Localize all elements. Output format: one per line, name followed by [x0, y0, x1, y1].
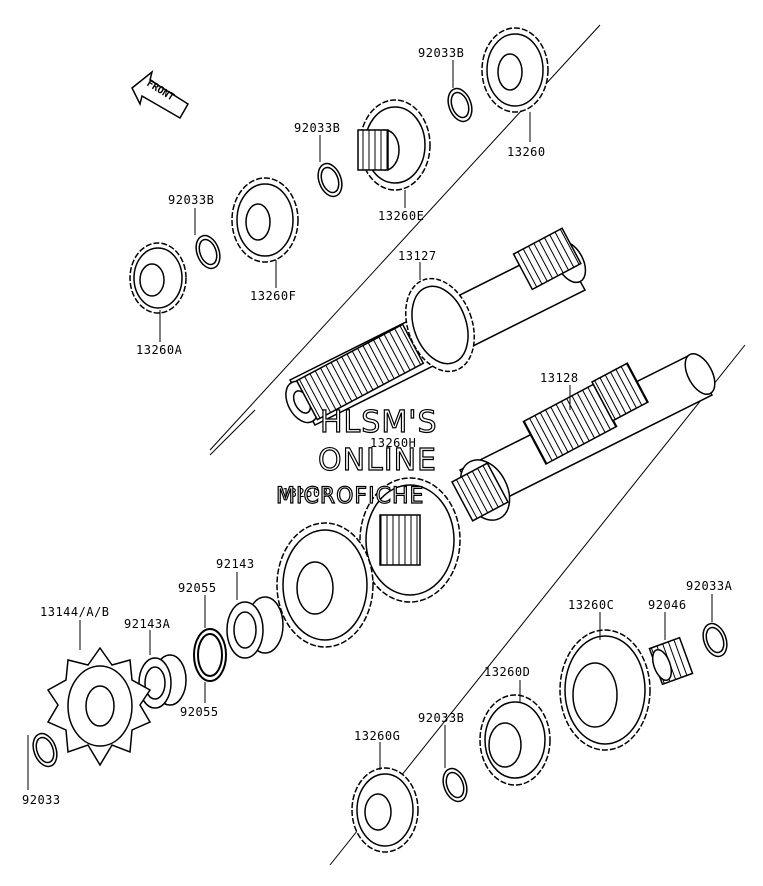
label-92046: 92046	[648, 598, 687, 612]
gear-13260B	[276, 522, 374, 648]
bushing-92143	[226, 596, 284, 659]
sprocket-13144	[46, 646, 152, 767]
label-13260G: 13260G	[354, 729, 400, 743]
shaft-axis-lines	[209, 24, 746, 866]
gear-13260H	[359, 477, 461, 603]
label-13260F: 13260F	[250, 289, 296, 303]
gear-13260F	[231, 177, 299, 263]
shaft-13128	[450, 353, 716, 522]
label-13260C: 13260C	[568, 598, 614, 612]
gear-13127	[404, 277, 476, 373]
bearing-92046	[648, 636, 694, 686]
ring-92055	[193, 628, 227, 682]
label-92055-bottom: 92055	[180, 705, 219, 719]
label-13260E: 13260E	[378, 209, 424, 223]
leader-lines	[27, 60, 713, 790]
circlip-92033B-left	[195, 234, 221, 270]
watermark-line1: HLSM'S	[320, 405, 438, 440]
gear-13260	[481, 27, 549, 113]
gear-13260A	[129, 242, 187, 314]
label-13128: 13128	[540, 371, 579, 385]
label-92033B-top: 92033B	[418, 46, 464, 60]
bushing-92143A	[138, 654, 187, 709]
circlip-92033A	[702, 622, 728, 658]
label-13260A: 13260A	[136, 343, 183, 357]
label-13260D: 13260D	[484, 665, 530, 679]
label-92055-top: 92055	[178, 581, 217, 595]
watermark-line3: MICROFICHE	[276, 484, 424, 509]
label-92033A: 92033A	[686, 579, 733, 593]
label-13144: 13144/A/B	[40, 605, 110, 619]
circlip-92033B-top	[447, 87, 473, 123]
circlip-92033	[32, 732, 58, 768]
label-92033B-mid: 92033B	[294, 121, 340, 135]
circlip-92033B-bottom	[442, 767, 468, 803]
label-92143A: 92143A	[124, 617, 171, 631]
label-13260H: 13260H	[370, 436, 416, 450]
label-13127: 13127	[398, 249, 437, 263]
label-13260B: 13260B	[282, 486, 328, 500]
gear-13260G	[351, 767, 419, 853]
watermark-line2: ONLINE	[318, 443, 437, 478]
watermark: HLSM'S ONLINE MICROFICHE	[275, 404, 438, 509]
gear-13260C	[559, 629, 651, 751]
label-92143: 92143	[216, 557, 255, 571]
circlip-92033B-mid	[317, 162, 343, 198]
label-92033B-bottom: 92033B	[418, 711, 464, 725]
label-13260: 13260	[507, 145, 546, 159]
gear-13260D	[479, 694, 551, 786]
label-92033B-left: 92033B	[168, 193, 214, 207]
gear-13260E	[357, 99, 431, 191]
part-labels: 92033B 13260 92033B 13260E 92033B 13260F…	[22, 46, 733, 807]
front-arrow-icon: FRONT	[131, 70, 190, 120]
label-92033: 92033	[22, 793, 61, 807]
